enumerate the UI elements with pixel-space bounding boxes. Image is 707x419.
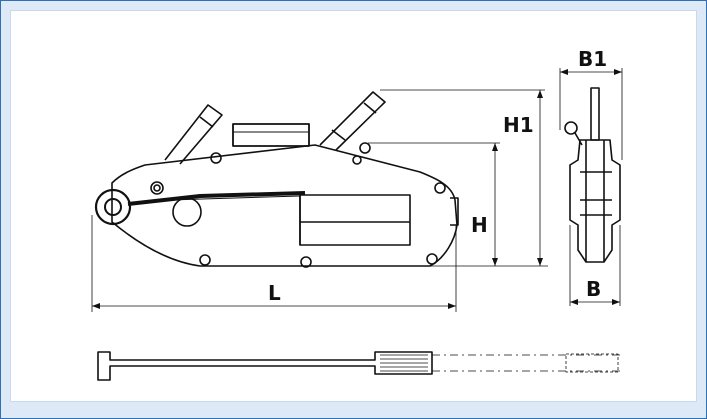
dimension-lines (91, 68, 623, 312)
label-b1: B1 (578, 47, 607, 71)
rear-cutout (172, 197, 202, 227)
telescopic-handle (97, 351, 620, 381)
label-l: L (268, 281, 281, 305)
top-block (232, 123, 310, 147)
cable (127, 191, 306, 206)
left-lever (164, 104, 223, 165)
label-b: B (586, 277, 601, 301)
figure-panel (10, 10, 697, 402)
inner-slot (299, 194, 411, 246)
label-h1: H1 (503, 113, 534, 137)
right-lever (319, 91, 386, 151)
device-side-view (94, 91, 459, 268)
device-end-view (564, 87, 621, 263)
front-eye-outer (94, 188, 132, 226)
front-eye-inner (104, 198, 122, 216)
dimension-arrows (92, 69, 622, 309)
body-outline (111, 144, 458, 267)
label-h: H (471, 213, 488, 237)
